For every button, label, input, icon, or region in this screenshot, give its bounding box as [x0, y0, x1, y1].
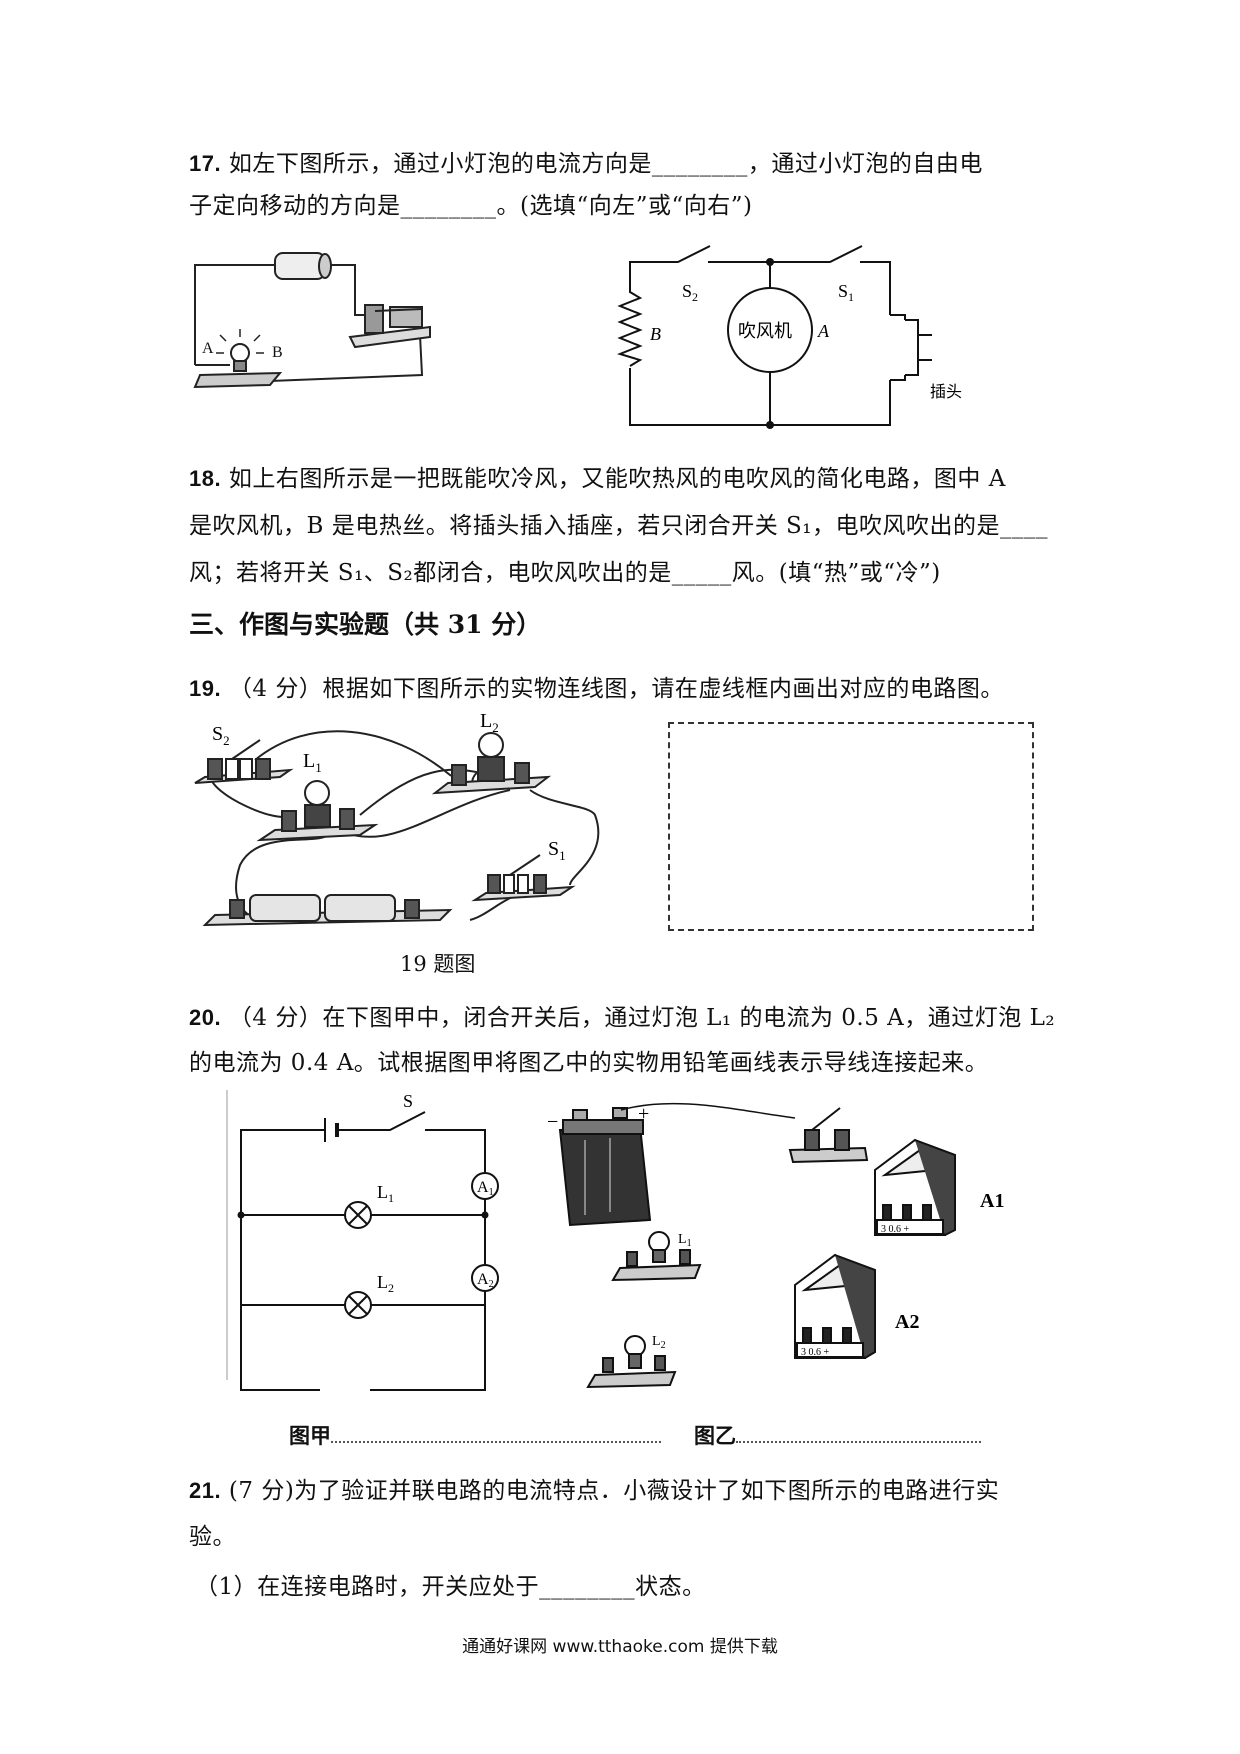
- fig20a-label-a2: A2: [477, 1271, 494, 1290]
- fig19-label-l2: L2: [480, 710, 499, 735]
- fig20b-lamp-l1: [611, 1231, 702, 1282]
- fig17-label-a: A: [202, 340, 214, 357]
- fig20a-caption: 图甲: [289, 1420, 661, 1450]
- fig20b-label-a2: A2: [895, 1311, 919, 1333]
- fig18-label-a: A: [817, 321, 830, 341]
- page-footer: 通通好课网 www.tthaoke.com 提供下载: [462, 1637, 778, 1657]
- fig19-bulb-l2: [431, 732, 552, 795]
- q18-line2: 是吹风机，B 是电热丝。将插头插入插座，若只闭合开关 S₁，电吹风吹出的是___…: [189, 513, 1049, 539]
- fig19-label-s2: S2: [212, 723, 230, 748]
- fig18-plug-label: 插头: [930, 383, 962, 401]
- q21-part1: （1）在连接电路时，开关应处于________状态。: [195, 1574, 706, 1600]
- fig19-battery: [202, 894, 453, 927]
- q20-number: 20.: [189, 1005, 222, 1030]
- fig20a-label-l1: L1: [377, 1182, 394, 1205]
- q21-line2: 验。: [189, 1524, 236, 1550]
- q18-line3: 风；若将开关 S₁、S₂都闭合，电吹风吹出的是_____风。(填“热”或“冷”): [189, 560, 941, 586]
- q19-number: 19.: [189, 676, 222, 701]
- fig20b-lamp-l2: [586, 1335, 677, 1389]
- fig20b-ammeter-a1: [874, 1138, 956, 1236]
- fig20b-caption: 图乙: [694, 1420, 981, 1450]
- fig17-label-b: B: [272, 344, 283, 361]
- fig19-label-l1: L1: [303, 750, 322, 775]
- q19-line: 19. （4 分）根据如下图所示的实物连线图，请在虚线框内画出对应的电路图。: [189, 669, 1004, 703]
- fig17-battery: [274, 252, 332, 280]
- q21-text-1: (7 分)为了验证并联电路的电流特点．小薇设计了如下图所示的电路进行实: [228, 1478, 1000, 1504]
- fig20b-ammeter-a2: [794, 1253, 876, 1359]
- fig20a-junction-right: [481, 1211, 489, 1219]
- q17-line1: 17. 如左下图所示，通过小灯泡的电流方向是________，通过小灯泡的自由电: [189, 144, 983, 178]
- fig18-label-b: B: [650, 324, 661, 344]
- q18-text-1: 如上右图所示是一把既能吹冷风，又能吹热风的电吹风的简化电路，图中 A: [228, 466, 1006, 492]
- fig20a-junction-left: [237, 1211, 245, 1219]
- fig20b-a1-scale: 3 0.6 +: [881, 1224, 910, 1235]
- q18-line1: 18. 如上右图所示是一把既能吹冷风，又能吹热风的电吹风的简化电路，图中 A: [189, 459, 1006, 493]
- q20-line2: 的电流为 0.4 A。试根据图甲将图乙中的实物用铅笔画线表示导线连接起来。: [189, 1050, 989, 1076]
- fig19-answer-box[interactable]: [668, 722, 1034, 931]
- fig20a-ammeter-a1: [471, 1172, 499, 1200]
- q21-line1: 21. (7 分)为了验证并联电路的电流特点．小薇设计了如下图所示的电路进行实: [189, 1471, 999, 1505]
- fig17-circuit-picture: A B: [193, 252, 431, 389]
- fig20a-ammeter-a2: [471, 1264, 499, 1292]
- fig20b-label-l2: L2: [652, 1334, 666, 1351]
- q20-text-1: （4 分）在下图甲中，闭合开关后，通过灯泡 L₁ 的电流为 0.5 A，通过灯泡…: [228, 1005, 1056, 1031]
- fig18-junction-bottom: [766, 421, 774, 429]
- fig20b-real-components: − + 3 0.6 + A1 L1 3 0.6 + A2: [547, 1102, 1004, 1389]
- fig18-circuit-diagram: S2 S1 B 吹风机 A 插头: [616, 245, 962, 429]
- fig20b-battery-pack: [558, 1107, 652, 1227]
- q19-text: （4 分）根据如下图所示的实物连线图，请在虚线框内画出对应的电路图。: [228, 676, 1004, 702]
- fig19-switch-s1: [471, 854, 576, 902]
- q17-text-1: 如左下图所示，通过小灯泡的电流方向是________，通过小灯泡的自由电: [228, 151, 983, 177]
- fig20b-caption-text: 图乙: [694, 1423, 736, 1448]
- fig20a-label-l2: L2: [377, 1272, 394, 1295]
- fig20b-minus: −: [547, 1111, 558, 1133]
- fig19-real-circuit: S2 L1 L2 S1: [194, 710, 600, 927]
- q20-line1: 20. （4 分）在下图甲中，闭合开关后，通过灯泡 L₁ 的电流为 0.5 A，…: [189, 998, 1055, 1032]
- section-3-title: 三、作图与实验题（共 31 分）: [189, 610, 542, 639]
- q18-number: 18.: [189, 466, 222, 491]
- fig19-caption: 19 题图: [400, 952, 476, 976]
- fig19-bulb-l1: [256, 780, 379, 842]
- fig20a-circuit-diagram: A1 A2 S L1 L2: [226, 1090, 499, 1391]
- fig20b-dots: [736, 1439, 981, 1443]
- fig19-label-s1: S1: [548, 838, 566, 863]
- fig20a-lamp-l1: [344, 1201, 372, 1229]
- fig19-switch-s2: [194, 739, 294, 784]
- q17-number: 17.: [189, 151, 222, 176]
- fig20b-label-a1: A1: [980, 1190, 1004, 1212]
- fig18-label-s2: S2: [682, 281, 698, 304]
- fig17-bulb: [193, 329, 283, 389]
- fig20b-label-l1: L1: [678, 1232, 692, 1249]
- fig20a-label-a1: A1: [477, 1179, 494, 1198]
- q21-number: 21.: [189, 1478, 222, 1503]
- fig18-label-s1: S1: [838, 281, 854, 304]
- fig20b-plus: +: [638, 1103, 649, 1125]
- fig20a-caption-text: 图甲: [289, 1423, 331, 1448]
- fig17-switch: [348, 304, 431, 349]
- fig20b-switch: [788, 1107, 869, 1164]
- fig18-junction-top: [766, 258, 774, 266]
- fig18-fan-label: 吹风机: [738, 321, 792, 341]
- fig20a-dots: [331, 1439, 661, 1443]
- fig20a-lamp-l2: [344, 1291, 372, 1319]
- fig20a-battery: [324, 1118, 339, 1142]
- fig20a-label-s: S: [403, 1091, 413, 1111]
- fig20b-a2-scale: 3 0.6 +: [801, 1347, 830, 1358]
- q17-line2: 子定向移动的方向是________。(选填“向左”或“向右”): [189, 193, 753, 219]
